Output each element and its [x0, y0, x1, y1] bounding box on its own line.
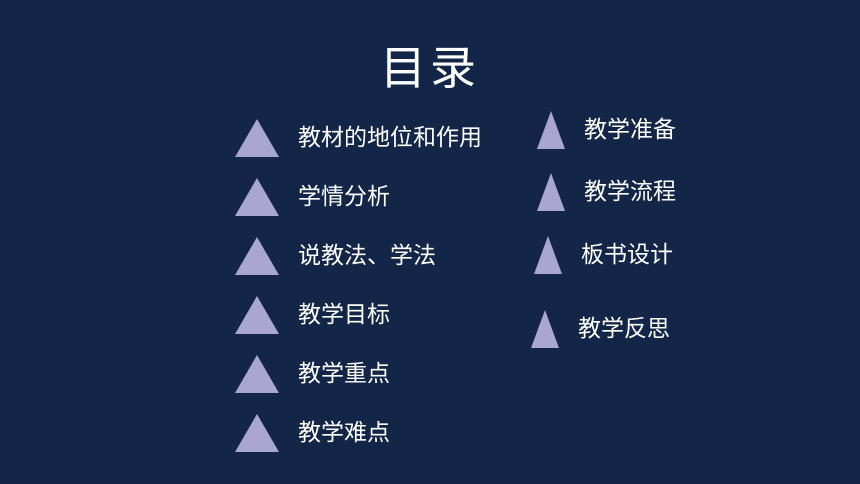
triangle-bullet-icon [234, 236, 280, 276]
triangle-bullet-icon [536, 110, 566, 150]
triangle-bullet-icon [234, 354, 280, 394]
page-title: 目录 [380, 41, 480, 95]
toc-item-label: 教材的地位和作用 [298, 125, 482, 151]
triangle-bullet-icon [234, 118, 280, 158]
triangle-bullet-icon [234, 177, 280, 217]
toc-item-label: 说教法、学法 [298, 243, 436, 269]
toc-item-label: 教学反思 [578, 316, 670, 342]
triangle-bullet-icon [234, 413, 280, 453]
toc-item-label: 教学重点 [298, 361, 390, 387]
toc-item-label: 板书设计 [581, 242, 673, 268]
toc-item-label: 教学目标 [298, 302, 390, 328]
toc-item-label: 学情分析 [298, 184, 390, 210]
toc-item-label: 教学流程 [584, 179, 676, 205]
triangle-bullet-icon [533, 235, 563, 275]
triangle-bullet-icon [234, 295, 280, 335]
triangle-bullet-icon [536, 172, 566, 212]
toc-item-label: 教学准备 [584, 117, 676, 143]
triangle-bullet-icon [530, 309, 560, 349]
toc-item-label: 教学难点 [298, 420, 390, 446]
